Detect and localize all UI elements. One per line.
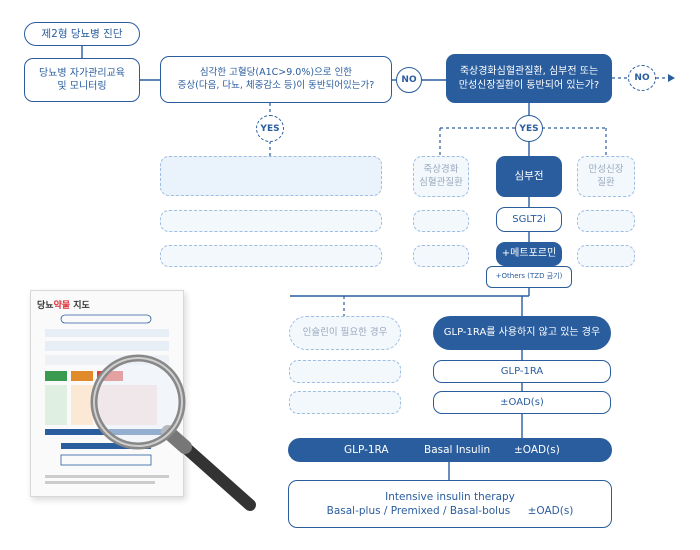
diagnosis-box: 제2형 당뇨병 진단 [24,22,140,46]
bar-glp-label: GLP-1RA [344,443,389,456]
placeholder-box-2 [160,210,382,232]
question-comorbidity-label: 죽상경화심혈관질환, 심부전 또는 만성신장질환이 동반되어 있는가? [458,66,600,91]
ckd-placeholder-1 [577,210,635,232]
ascvd-box: 죽상경화 심혈관질환 [413,156,469,197]
intensive-oad-label: ±OAD(s) [527,505,574,517]
no-circle-right: NO [628,65,656,91]
diagnosis-label: 제2형 당뇨병 진단 [41,27,123,40]
intensive-therapy-box: Intensive insulin therapy Basal-plus / P… [288,480,612,528]
ascvd-placeholder-1 [413,210,469,232]
no-label-right: NO [634,73,650,83]
combination-bar: GLP-1RA Basal Insulin ±OAD(s) [288,438,612,462]
ckd-placeholder-2 [577,245,635,267]
intensive-title: Intensive insulin therapy [385,490,515,503]
ascvd-placeholder-2 [413,245,469,267]
heart-failure-label: 심부전 [514,170,544,183]
others-box: +Others (TZD 금기) [486,266,572,288]
glp-not-used-box: GLP-1RA를 사용하지 않고 있는 경우 [433,316,611,350]
bar-basal-label: Basal Insulin [424,443,491,456]
question-comorbidity-box: 죽상경화심혈관질환, 심부전 또는 만성신장질환이 동반되어 있는가? [446,54,612,103]
placeholder-box-1 [160,156,382,196]
metformin-box: +메트포르민 [496,242,562,266]
metformin-label: +메트포르민 [501,248,557,260]
glp1ra-box: GLP-1RA [433,360,611,383]
intensive-regimen-label: Basal-plus / Premixed / Basal-bolus [326,505,511,517]
question-hyperglycemia-box: 심각한 고혈당(A1C>9.0%)으로 인한 증상(다음, 다뇨, 체중감소 등… [160,56,392,103]
no-label: NO [401,75,417,85]
yes-label-right: YES [519,123,539,134]
glp1ra-label: GLP-1RA [500,365,544,377]
ckd-box: 만성신장 질환 [577,156,635,197]
no-circle: NO [396,67,422,93]
oad-box: ±OAD(s) [433,391,611,414]
question-hyperglycemia-label: 심각한 고혈당(A1C>9.0%)으로 인한 증상(다음, 다뇨, 체중감소 등… [177,66,375,91]
magnifier-icon [90,354,256,511]
arrow-right-icon [668,74,675,82]
oad-label: ±OAD(s) [500,396,544,408]
ckd-label: 만성신장 질환 [588,163,624,188]
bar-oad-label: ±OAD(s) [514,443,560,456]
thumbnail-title: 당뇨약물 지도 [37,301,90,311]
insulin-needed-label: 인슐린이 필요한 경우 [302,326,388,338]
ascvd-label: 죽상경화 심혈관질환 [419,163,463,188]
yes-circle-right: YES [515,115,543,142]
others-label: +Others (TZD 금기) [495,272,563,281]
glp-not-used-label: GLP-1RA를 사용하지 않고 있는 경우 [443,327,601,339]
insulin-placeholder-2 [289,391,401,414]
insulin-needed-box: 인슐린이 필요한 경우 [289,316,401,350]
sglt2i-label: SGLT2i [512,213,546,225]
education-box: 당뇨병 자가관리교육 및 모니터링 [24,58,140,102]
intensive-line: Basal-plus / Premixed / Basal-bolus ±OAD… [327,504,574,518]
yes-circle-left: YES [256,115,284,142]
insulin-placeholder-1 [289,360,401,383]
heart-failure-box: 심부전 [496,156,562,197]
placeholder-box-3 [160,245,382,267]
sglt2i-box: SGLT2i [496,207,562,232]
education-label: 당뇨병 자가관리교육 및 모니터링 [39,67,125,93]
yes-label-left: YES [260,123,280,134]
